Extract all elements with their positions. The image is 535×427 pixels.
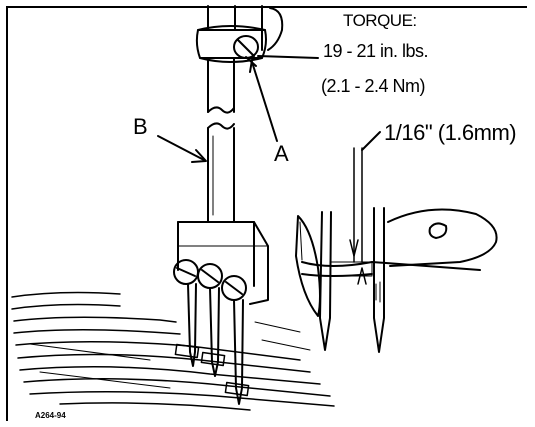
torque-title: TORQUE: [343,11,417,30]
needle-bar-shaft [207,57,235,223]
callout-b-arrow [157,135,207,163]
callout-b-label: B [133,114,148,139]
figure-code: A264-94 [35,411,66,420]
callout-a-arrow [245,55,319,142]
throat-plate [11,291,335,411]
gap-dimension-label: 1/16" (1.6mm) [384,120,517,145]
callout-a-label: A [274,141,289,166]
torque-range-imperial: 19 - 21 in. lbs. [323,41,429,61]
torque-range-metric: (2.1 - 2.4 Nm) [321,76,426,96]
diagram-frame [6,6,527,421]
needle-bar-collar [195,5,284,63]
set-screw-a [233,35,259,59]
needles [187,283,244,405]
needle-gap-detail [295,131,498,353]
